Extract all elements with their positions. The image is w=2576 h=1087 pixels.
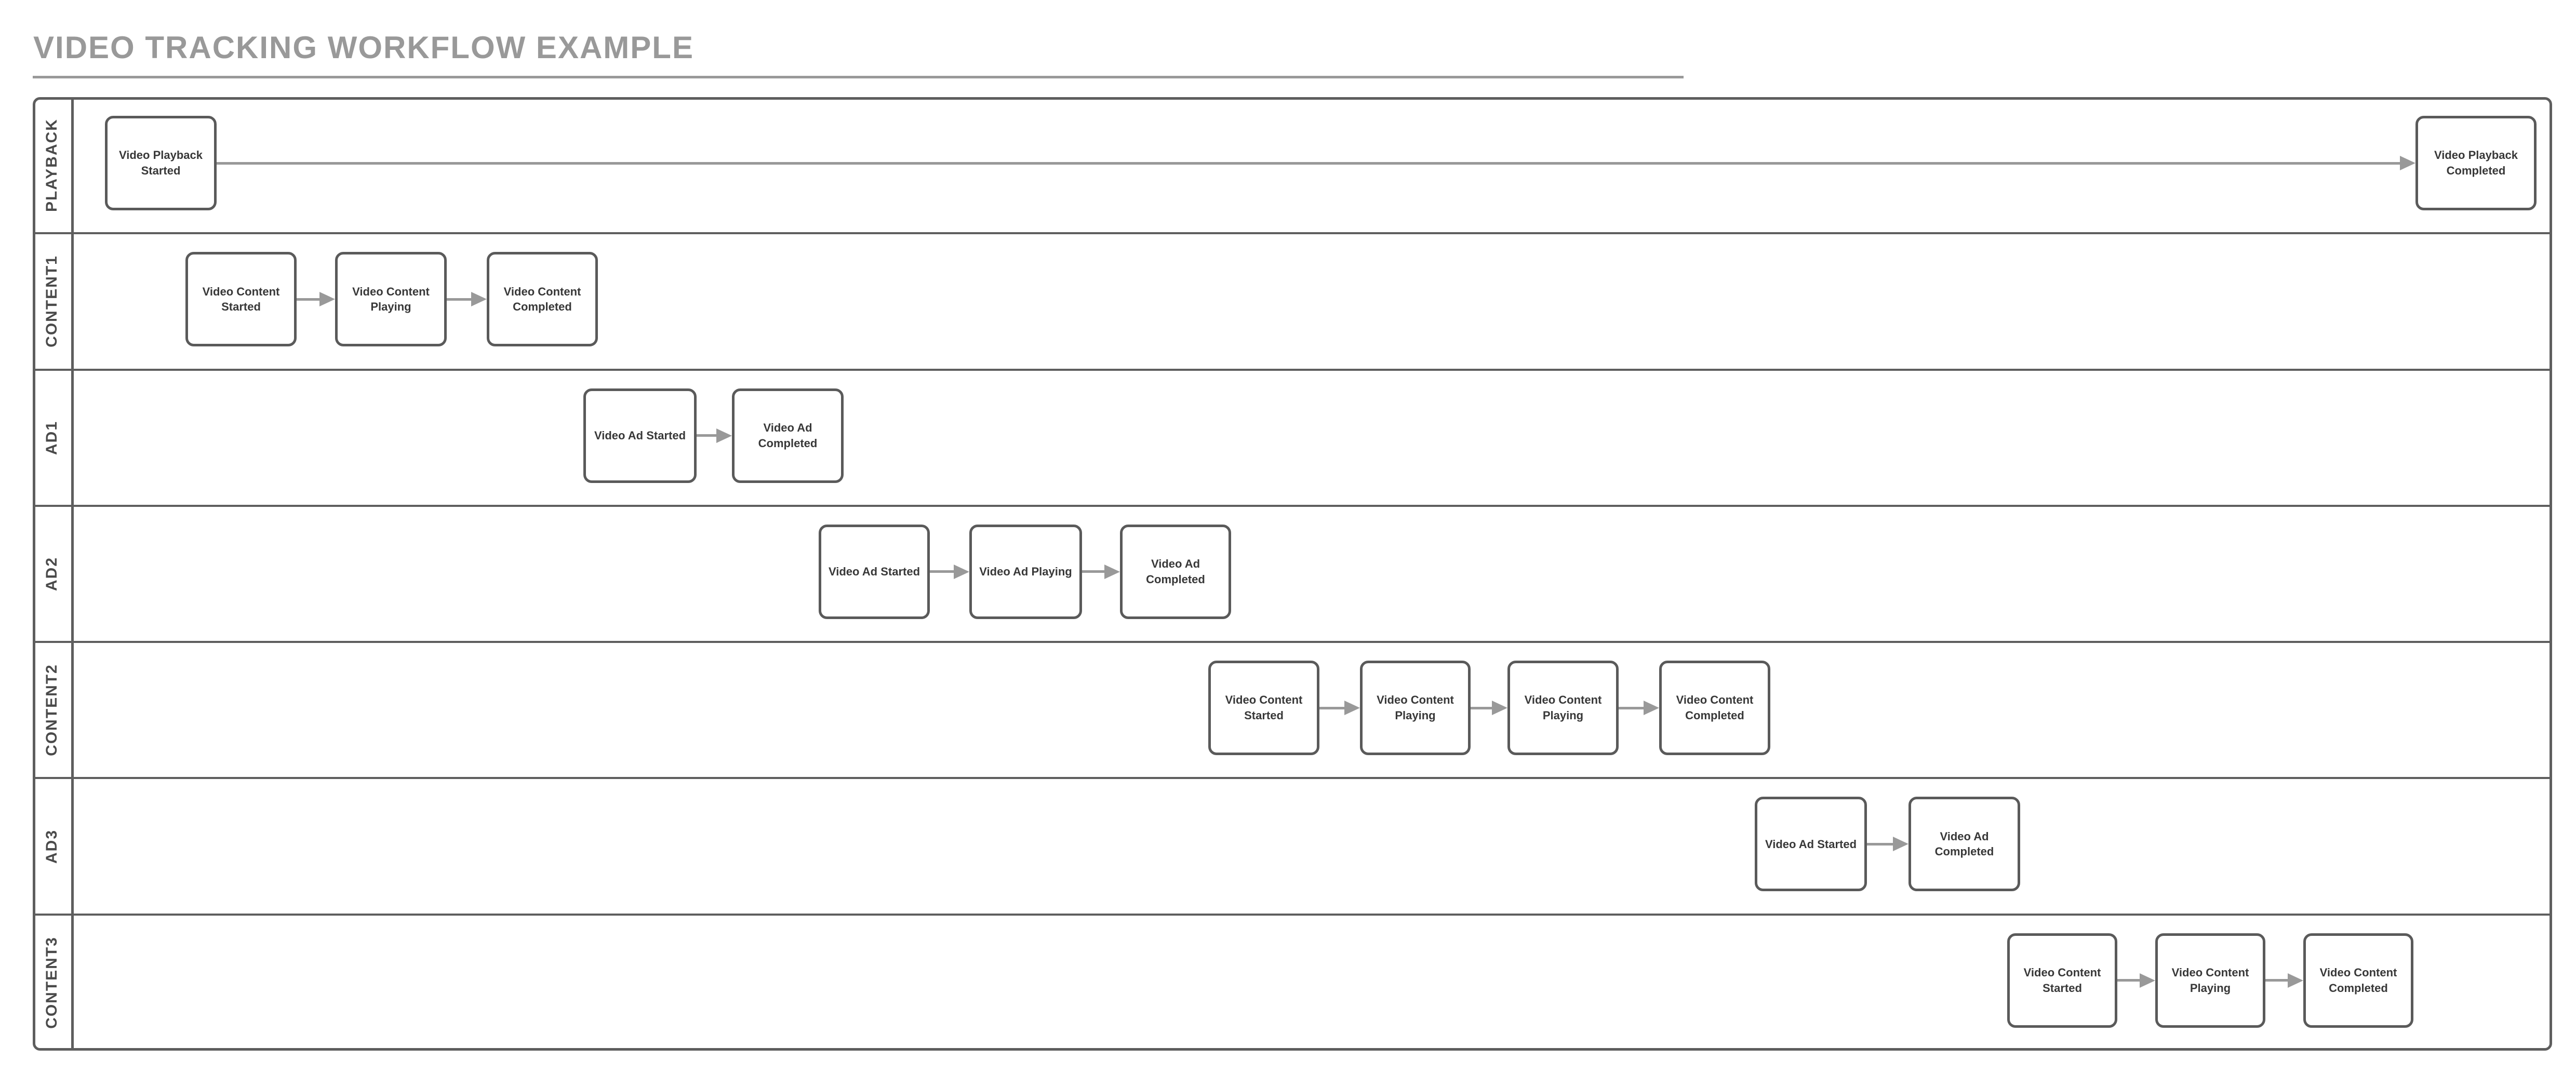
workflow-step: Video Content Started xyxy=(2007,933,2117,1028)
connector-line xyxy=(930,570,957,573)
connector-arrowhead xyxy=(2400,156,2415,170)
workflow-step-label: Video Ad Playing xyxy=(979,565,1072,578)
workflow-step: Video Ad Started xyxy=(819,524,930,619)
connector-line xyxy=(217,162,2403,165)
connector-line xyxy=(2117,979,2143,982)
connector-arrowhead xyxy=(1893,837,1908,852)
workflow-step: Video Playback Started xyxy=(105,116,217,210)
connector-arrowhead xyxy=(954,564,969,579)
workflow-step: Video Ad Completed xyxy=(732,388,844,483)
connector-arrowhead xyxy=(716,428,732,443)
connector-arrowhead xyxy=(1492,701,1507,716)
workflow-step-label: Video Ad Started xyxy=(594,428,686,442)
workflow-step-label: Video Content Completed xyxy=(1676,693,1754,722)
workflow-step: Video Ad Started xyxy=(583,388,697,483)
workflow-step-label: Video Content Playing xyxy=(1524,693,1602,722)
lane-divider xyxy=(34,232,2551,235)
lane-header: CONTENT3 xyxy=(33,915,71,1051)
lane-label: PLAYBACK xyxy=(43,118,61,212)
lane-label-column-divider xyxy=(71,99,74,1049)
swimlane-frame xyxy=(33,97,2552,1051)
workflow-step-label: Video Ad Completed xyxy=(758,421,818,450)
lane-divider xyxy=(34,641,2551,643)
workflow-step: Video Content Completed xyxy=(2303,933,2413,1028)
connector-arrowhead xyxy=(1104,564,1120,579)
lane-header: AD3 xyxy=(33,778,71,914)
lane-header: CONTENT2 xyxy=(33,642,71,778)
workflow-step: Video Ad Completed xyxy=(1908,797,2020,892)
workflow-step: Video Content Playing xyxy=(2155,933,2265,1028)
workflow-step-label: Video Ad Started xyxy=(1765,837,1857,851)
connector-line xyxy=(1619,706,1647,709)
workflow-step-label: Video Playback Completed xyxy=(2434,149,2518,177)
connector-arrowhead xyxy=(319,292,335,307)
workflow-step: Video Content Completed xyxy=(487,252,598,347)
workflow-step-label: Video Content Completed xyxy=(2319,966,2397,995)
title-underline xyxy=(33,76,1684,78)
workflow-step-label: Video Content Playing xyxy=(1377,693,1454,722)
workflow-step: Video Content Started xyxy=(185,252,297,347)
diagram-title: VIDEO TRACKING WORKFLOW EXAMPLE xyxy=(33,30,694,65)
lane-label: CONTENT1 xyxy=(43,255,60,348)
connector-line xyxy=(1867,842,1896,846)
workflow-step-label: Video Content Playing xyxy=(352,285,430,314)
workflow-step-label: Video Ad Completed xyxy=(1146,557,1205,586)
workflow-step: Video Playback Completed xyxy=(2415,116,2537,210)
lane-label: CONTENT2 xyxy=(43,664,60,757)
lane-divider xyxy=(34,368,2551,371)
workflow-step: Video Ad Playing xyxy=(969,524,1082,619)
lane-header: AD2 xyxy=(33,506,71,642)
workflow-step: Video Content Started xyxy=(1208,661,1319,756)
lane-header: PLAYBACK xyxy=(33,97,71,233)
workflow-step: Video Ad Completed xyxy=(1120,524,1231,619)
workflow-step: Video Content Playing xyxy=(1507,661,1619,756)
workflow-step-label: Video Content Playing xyxy=(2171,966,2249,995)
connector-line xyxy=(697,434,719,437)
workflow-step: Video Content Playing xyxy=(1360,661,1471,756)
workflow-step-label: Video Ad Completed xyxy=(1934,829,1994,858)
connector-line xyxy=(2265,979,2291,982)
connector-line xyxy=(1319,706,1347,709)
lane-header: AD1 xyxy=(33,370,71,506)
workflow-step: Video Ad Started xyxy=(1755,797,1867,892)
workflow-step-label: Video Content Started xyxy=(202,285,280,314)
connector-arrowhead xyxy=(1344,701,1360,716)
workflow-step: Video Content Completed xyxy=(1659,661,1770,756)
workflow-step: Video Content Playing xyxy=(335,252,447,347)
workflow-step-label: Video Ad Started xyxy=(828,565,920,578)
workflow-step-label: Video Content Started xyxy=(1225,693,1303,722)
connector-arrowhead xyxy=(2140,973,2155,988)
lane-header: CONTENT1 xyxy=(33,233,71,369)
connector-arrowhead xyxy=(471,292,487,307)
lane-label: AD3 xyxy=(43,829,60,864)
lane-divider xyxy=(34,777,2551,780)
workflow-step-label: Video Content Started xyxy=(2023,966,2101,995)
lane-label: AD1 xyxy=(43,420,60,455)
connector-line xyxy=(1082,570,1107,573)
connector-arrowhead xyxy=(1644,701,1659,716)
workflow-step-label: Video Content Completed xyxy=(503,285,581,314)
lane-divider xyxy=(34,504,2551,507)
workflow-step-label: Video Playback Started xyxy=(118,149,203,177)
connector-line xyxy=(447,298,474,301)
lane-divider xyxy=(34,913,2551,916)
connector-line xyxy=(297,298,323,301)
connector-line xyxy=(1471,706,1495,709)
lane-label: AD2 xyxy=(43,556,60,591)
connector-arrowhead xyxy=(2288,973,2303,988)
lane-label: CONTENT3 xyxy=(43,936,60,1029)
